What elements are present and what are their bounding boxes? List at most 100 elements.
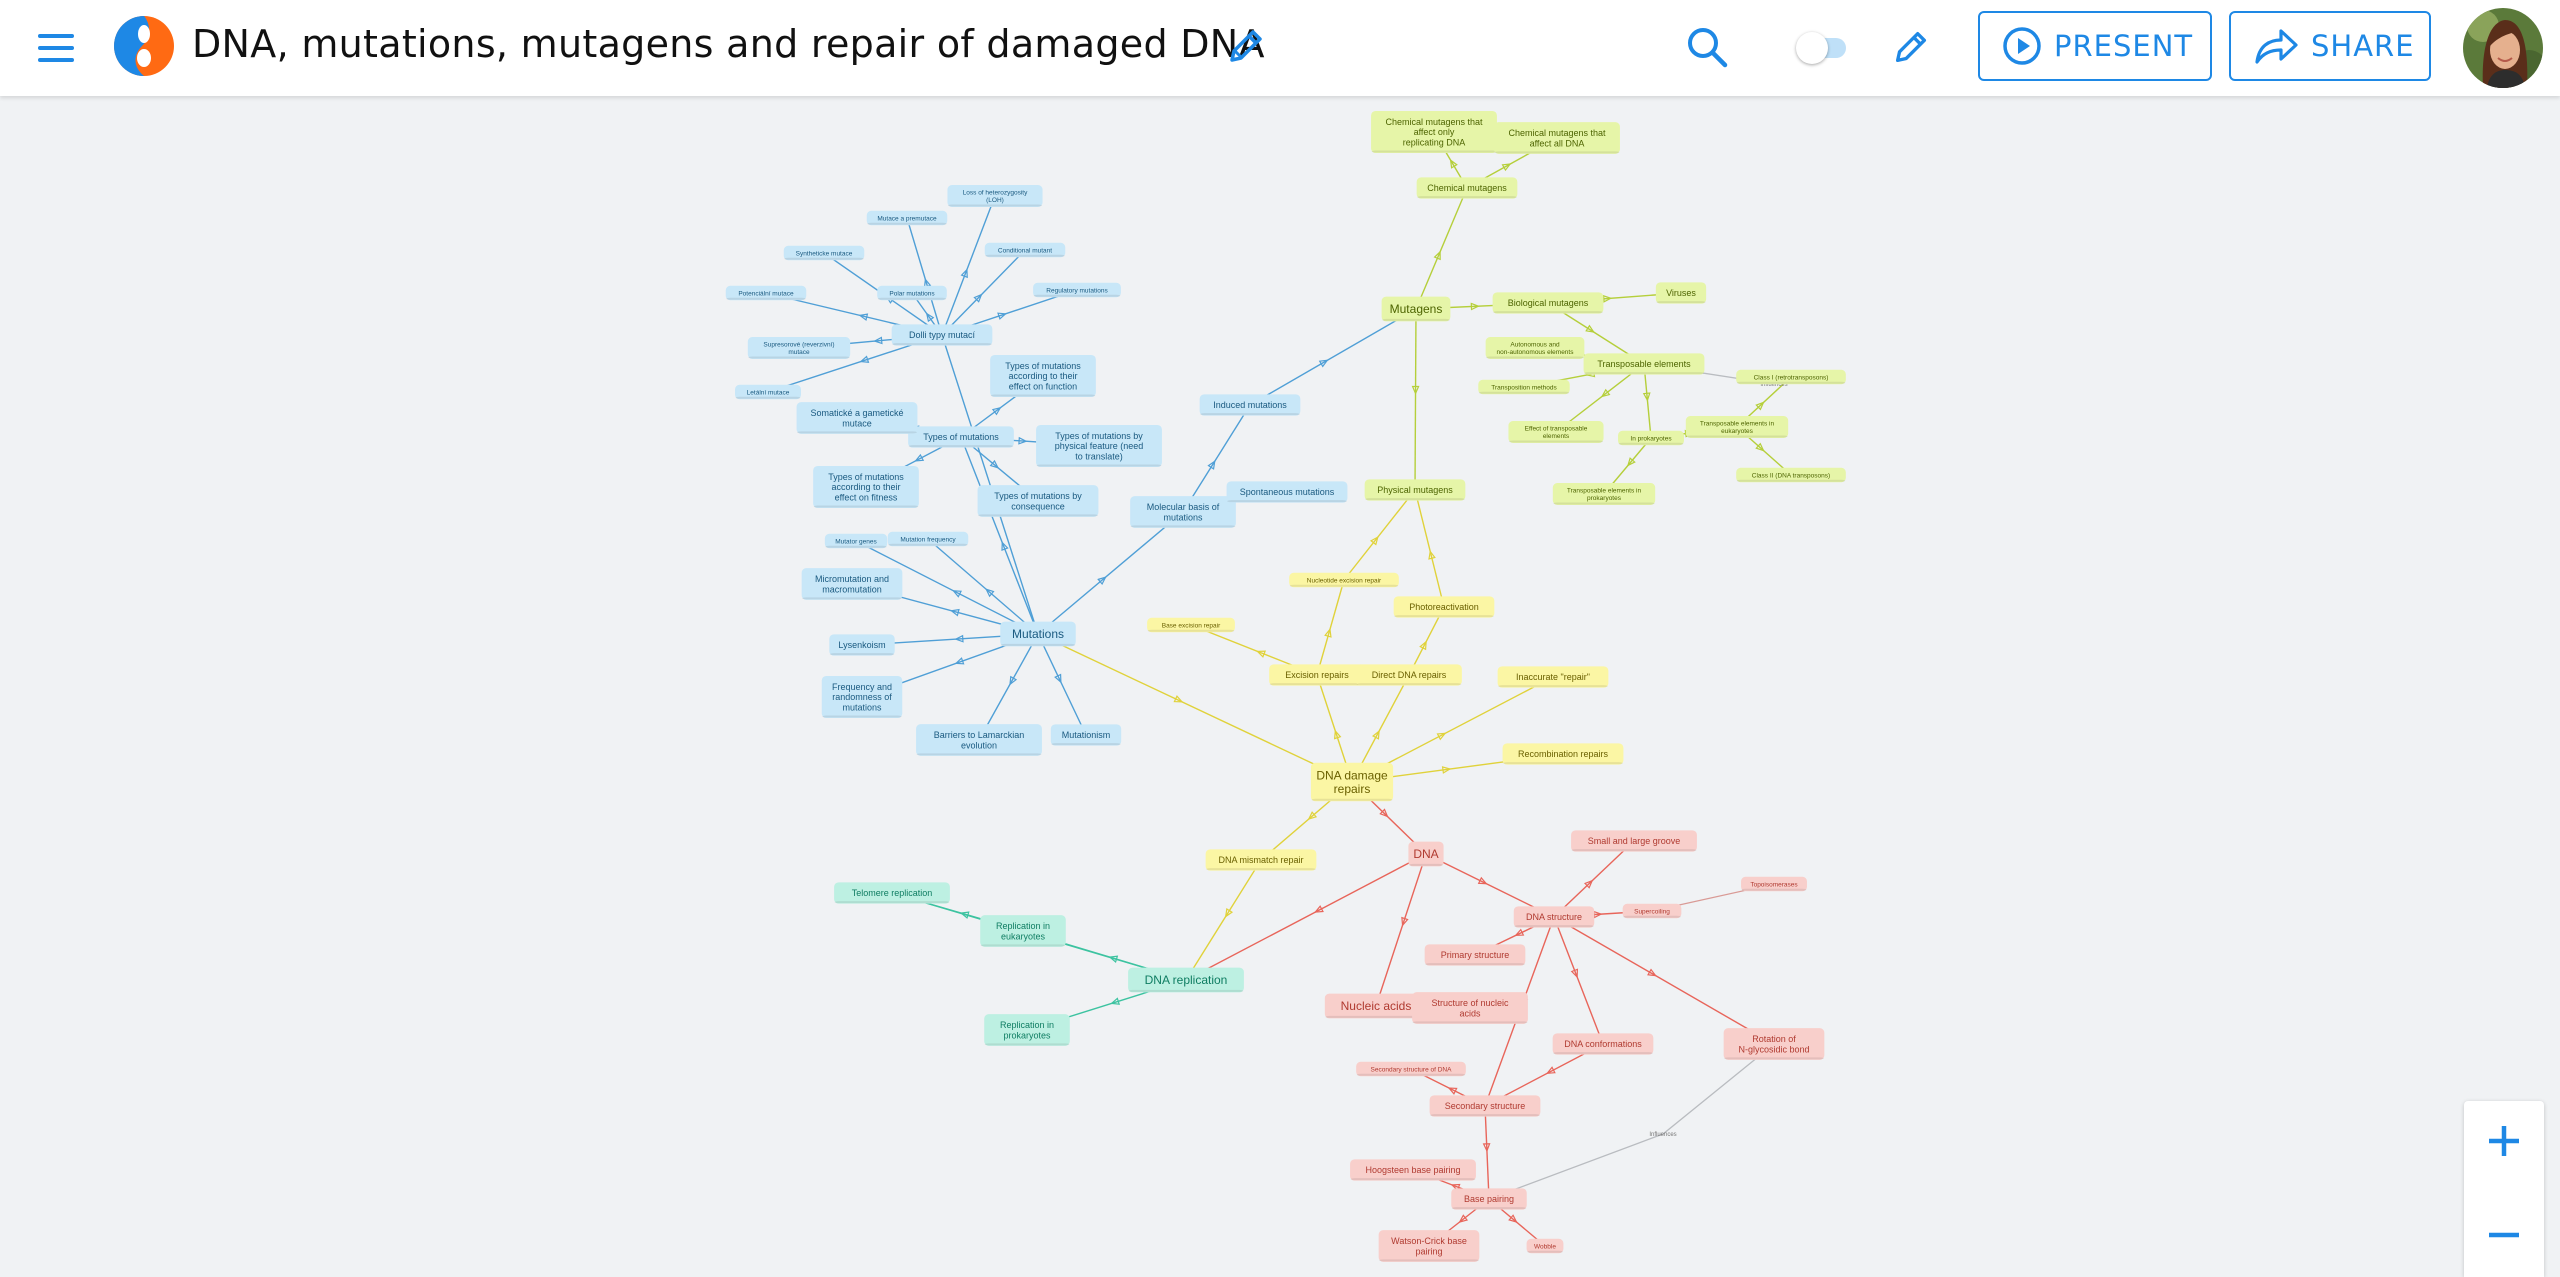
node-conddom[interactable]: Conditional mutant xyxy=(984,242,1066,258)
node-polar[interactable]: Polar mutations xyxy=(877,285,947,301)
node-viruses[interactable]: Viruses xyxy=(1655,282,1707,304)
edge-arrow xyxy=(1642,392,1651,402)
node-mut[interactable]: Mutations xyxy=(1000,621,1076,647)
present-button[interactable]: PRESENT xyxy=(1978,11,2212,81)
node-supercoil[interactable]: Supercoiling xyxy=(1622,903,1682,919)
node-nucacids[interactable]: Nucleic acids xyxy=(1324,993,1428,1019)
node-shadow xyxy=(1417,196,1517,199)
node-mutator[interactable]: Mutator genes xyxy=(824,533,888,549)
node-lysen[interactable]: Lysenkoism xyxy=(829,634,895,656)
node-regul[interactable]: Regulatory mutations xyxy=(1033,282,1121,298)
node-recomb[interactable]: Recombination repairs xyxy=(1502,743,1624,765)
node-induced[interactable]: Induced mutations xyxy=(1199,394,1301,416)
node-inprok[interactable]: In prokaryotes xyxy=(1618,430,1684,446)
zoom-out-button[interactable] xyxy=(2464,1195,2544,1275)
node-nucexc[interactable]: Nucleotide excision repair xyxy=(1289,572,1399,588)
pencil-icon[interactable] xyxy=(1224,24,1268,68)
node-mutagens[interactable]: Mutagens xyxy=(1381,296,1451,322)
node-phys[interactable]: Physical mutagens xyxy=(1364,479,1466,501)
node-label: Secondary structure of DNA xyxy=(1371,1066,1453,1073)
node-baseexc[interactable]: Base excision repair xyxy=(1147,617,1235,633)
node-photo[interactable]: Photoreactivation xyxy=(1393,596,1495,618)
pencil-icon[interactable] xyxy=(1890,26,1932,68)
node-class2[interactable]: Class II (DNA transposons) xyxy=(1736,467,1846,483)
node-direct[interactable]: Direct DNA repairs xyxy=(1356,664,1462,686)
node-lethal[interactable]: Letální mutace xyxy=(735,384,801,400)
node-class1[interactable]: Class I (retrotransposons) xyxy=(1736,369,1846,385)
node-shadow xyxy=(1206,868,1316,871)
node-shadow xyxy=(1289,584,1399,587)
node-smalllarge[interactable]: Small and large groove xyxy=(1571,830,1697,852)
node-basepair[interactable]: Base pairing xyxy=(1451,1188,1527,1210)
search-icon[interactable] xyxy=(1684,24,1730,70)
toggle-switch[interactable] xyxy=(1796,32,1846,64)
node-dnarep[interactable]: DNA replication xyxy=(1128,967,1244,993)
hamburger-menu-icon[interactable] xyxy=(36,28,76,68)
node-primary[interactable]: Primary structure xyxy=(1424,944,1526,966)
node-box xyxy=(1583,353,1705,375)
node-topo[interactable]: Topoisomerases xyxy=(1741,876,1807,892)
node-label: Loss of heterozygosity(LOH) xyxy=(963,190,1028,204)
node-excision[interactable]: Excision repairs xyxy=(1269,664,1365,686)
node-dna[interactable]: DNA xyxy=(1408,841,1444,867)
node-transmeth[interactable]: Transposition methods xyxy=(1478,379,1570,395)
node-box xyxy=(1416,177,1518,199)
node-secondary[interactable]: Secondary structure xyxy=(1429,1095,1541,1117)
node-dnaconf[interactable]: DNA conformations xyxy=(1552,1033,1654,1055)
node-suppr[interactable]: Supresorové (reverzivní)mutace xyxy=(747,337,851,359)
node-dnastruct[interactable]: DNA structure xyxy=(1513,906,1595,928)
node-synth[interactable]: Syntheticke mutace xyxy=(783,245,865,261)
edge-arrow xyxy=(1477,876,1488,885)
node-telomere[interactable]: Telomere replication xyxy=(834,882,950,904)
node-shadow xyxy=(834,901,950,904)
avatar[interactable] xyxy=(2463,8,2543,88)
share-button[interactable]: SHARE xyxy=(2229,11,2431,81)
node-doli[interactable]: Dolli typy mutací xyxy=(891,324,993,346)
node-box xyxy=(1130,496,1236,528)
share-arrow-icon xyxy=(2255,29,2298,64)
node-wobble[interactable]: Wobble xyxy=(1526,1238,1564,1254)
node-types[interactable]: Types of mutations xyxy=(908,426,1014,448)
node-chem[interactable]: Chemical mutagens xyxy=(1416,177,1518,199)
zoom-in-button[interactable] xyxy=(2464,1101,2544,1181)
node-lih[interactable]: Loss of heterozygosity(LOH) xyxy=(947,185,1043,207)
node-box xyxy=(1618,430,1684,446)
node-potent[interactable]: Potenciální mutace xyxy=(725,285,807,301)
node-spont[interactable]: Spontaneous mutations xyxy=(1226,481,1348,503)
node-secdna[interactable]: Secondary structure of DNA xyxy=(1356,1061,1466,1077)
node-hoog[interactable]: Hoogsteen base pairing xyxy=(1350,1159,1476,1181)
node-shadow xyxy=(1269,683,1365,686)
node-inacc[interactable]: Inaccurate "repair" xyxy=(1497,666,1609,688)
node-box xyxy=(877,285,947,301)
node-mutfreq[interactable]: Mutation frequency xyxy=(887,531,969,547)
node-mutationism[interactable]: Mutationism xyxy=(1050,724,1122,746)
node-bio[interactable]: Biological mutagens xyxy=(1492,292,1604,314)
node-mutpre[interactable]: Mutace a premutace xyxy=(866,210,948,226)
node-mismatch[interactable]: DNA mismatch repair xyxy=(1205,849,1317,871)
node-transp[interactable]: Transposable elements xyxy=(1583,353,1705,375)
